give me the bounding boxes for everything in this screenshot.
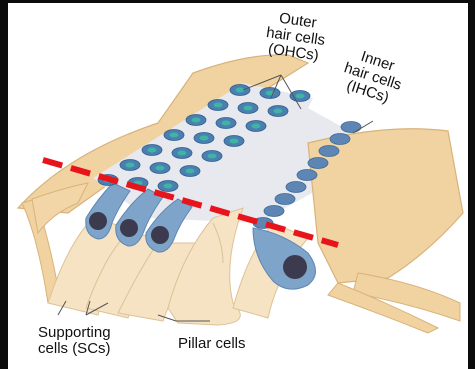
- ohc-top: [194, 133, 214, 144]
- ohc-top: [164, 130, 184, 141]
- pillar-label: Pillar cells: [178, 336, 246, 352]
- ohc-top: [268, 106, 288, 117]
- cochlea-illustration: [8, 3, 468, 369]
- ohc-top: [246, 121, 266, 132]
- ihc-top: [275, 194, 295, 205]
- ohc-top: [180, 166, 200, 177]
- sc-label-line-2: cells (SCs): [38, 341, 111, 357]
- right-tissue-block: [308, 129, 463, 333]
- ohc-top: [208, 100, 228, 111]
- ihc-top: [319, 146, 339, 157]
- ohc-top: [150, 163, 170, 174]
- diagram-panel: Outer hair cells (OHCs) Inner hair cells…: [8, 3, 468, 369]
- ohc-top: [172, 148, 192, 159]
- ohc-top: [158, 181, 178, 192]
- ohc-top: [230, 85, 250, 96]
- ihc-top: [330, 134, 350, 145]
- sc-label: Supporting cells (SCs): [38, 325, 111, 357]
- ohc-top: [186, 115, 206, 126]
- ihc-top: [264, 206, 284, 217]
- ohc-top: [120, 160, 140, 171]
- ihc-top: [308, 158, 328, 169]
- ihc-top: [297, 170, 317, 181]
- ohc-label: Outer hair cells (OHCs): [263, 9, 328, 65]
- ohc-top: [260, 88, 280, 99]
- ohc-top: [202, 151, 222, 162]
- ihc-top: [286, 182, 306, 193]
- sc-label-line-1: Supporting: [38, 325, 111, 341]
- ohc-top: [142, 145, 162, 156]
- ihc-top: [341, 122, 361, 133]
- ohc-top: [238, 103, 258, 114]
- ohc-top: [224, 136, 244, 147]
- ohc-top: [216, 118, 236, 129]
